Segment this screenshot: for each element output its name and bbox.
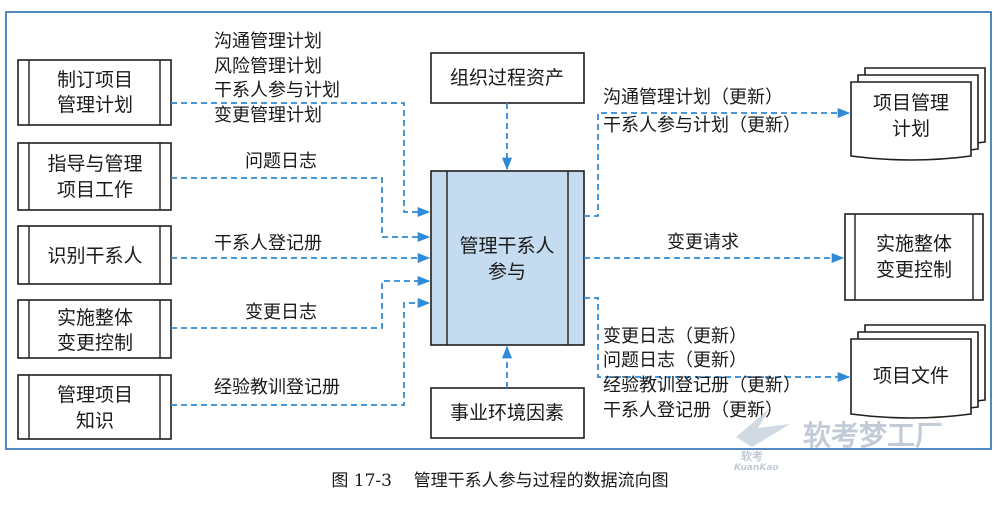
input-label: 制订项目 [57, 69, 133, 91]
output-label: 变更控制 [876, 259, 952, 281]
watermark-logo-icon [736, 408, 790, 447]
flow-labels-in: 沟通管理计划 风险管理计划 干系人参与计划 变更管理计划 问题日志 干系人登记册… [214, 31, 340, 398]
watermark: 软考梦工厂 软考 KuanKao [734, 408, 943, 473]
flow-label: 干系人登记册 [214, 233, 322, 254]
flow-label: 变更日志（更新） [603, 326, 747, 347]
input-box-integrated-change-control: 实施整体 变更控制 [17, 299, 172, 359]
output-label: 项目管理 [873, 92, 949, 114]
output-label: 计划 [892, 118, 930, 140]
svg-text:软考梦工厂: 软考梦工厂 [803, 419, 943, 452]
diagram-frame [5, 11, 992, 450]
flow-lessons [171, 297, 431, 406]
input-label: 管理项目 [57, 384, 133, 406]
svg-text:组织过程资产: 组织过程资产 [450, 67, 564, 89]
flow-doc-updates [584, 297, 851, 383]
flow-label: 干系人参与计划（更新） [603, 115, 801, 136]
flow-label: 沟通管理计划（更新） [603, 87, 783, 108]
input-label: 知识 [76, 410, 114, 432]
output-label: 实施整体 [876, 233, 952, 255]
input-label: 管理计划 [57, 94, 133, 116]
process-label: 参与 [488, 261, 526, 283]
input-box-develop-plan: 制订项目 管理计划 [17, 59, 172, 126]
org-process-assets-box: 组织过程资产 [430, 52, 585, 104]
flow-plan-updates [584, 107, 851, 217]
input-label: 识别干系人 [47, 245, 142, 267]
input-label: 指导与管理 [47, 153, 142, 175]
enterprise-env-factors-box: 事业环境因素 [430, 387, 585, 439]
center-process: 管理干系人 参与 [430, 170, 585, 346]
output-label: 项目文件 [873, 365, 949, 387]
flow-label: 干系人登记册（更新） [603, 400, 783, 421]
output-box-integrated-change-control: 实施整体 变更控制 [844, 213, 984, 301]
svg-text:事业环境因素: 事业环境因素 [450, 402, 564, 424]
input-box-identify-stakeholders: 识别干系人 [17, 225, 172, 285]
output-doc-project-documents: 项目文件 [850, 324, 986, 419]
flow-label: 经验教训登记册（更新） [603, 375, 801, 396]
flow-plans [171, 102, 431, 218]
process-label: 管理干系人 [459, 235, 554, 257]
svg-text:软考: 软考 [741, 449, 763, 463]
figure-caption: 图 17-3 管理干系人参与过程的数据流向图 [331, 471, 668, 491]
flow-labels-out: 沟通管理计划（更新） 干系人参与计划（更新） 变更请求 变更日志（更新） 问题日… [603, 87, 801, 421]
flow-label: 变更管理计划 [214, 105, 322, 126]
input-label: 变更控制 [57, 332, 133, 354]
flow-label: 干系人参与计划 [214, 80, 340, 101]
flow-label: 问题日志 [245, 151, 317, 172]
flow-label: 风险管理计划 [214, 56, 322, 77]
flow-label: 沟通管理计划 [214, 31, 322, 52]
flow-label: 变更日志 [245, 302, 317, 323]
input-label: 项目工作 [57, 179, 133, 201]
input-box-manage-knowledge: 管理项目 知识 [17, 374, 172, 440]
flow-label: 变更请求 [667, 232, 739, 253]
svg-text:KuanKao: KuanKao [734, 463, 779, 473]
input-flows [171, 102, 513, 406]
flow-label: 问题日志（更新） [603, 350, 747, 371]
output-doc-project-plan: 项目管理 计划 [850, 67, 986, 161]
flow-change-log [171, 275, 431, 329]
flow-issue-log [171, 177, 431, 243]
input-box-direct-manage-work: 指导与管理 项目工作 [17, 142, 172, 211]
flow-label: 经验教训登记册 [214, 377, 340, 398]
output-flows [584, 107, 851, 383]
input-label: 实施整体 [57, 307, 133, 329]
